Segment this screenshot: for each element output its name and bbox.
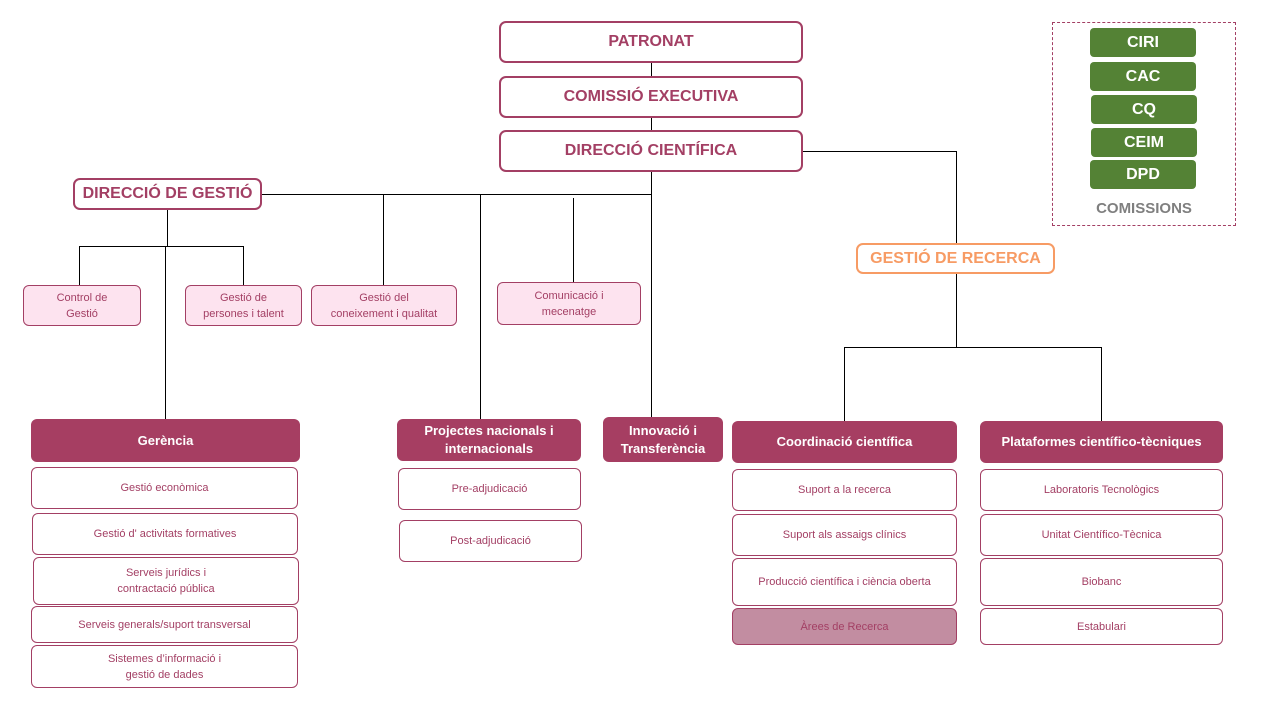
commissions-frame xyxy=(1052,22,1236,226)
connector-line xyxy=(956,151,957,244)
connector-line xyxy=(844,347,845,421)
connector-line xyxy=(383,194,384,286)
gerencia-item[interactable]: Serveis jurídics i contractació pública xyxy=(33,557,299,605)
connector-line xyxy=(956,273,957,347)
coordinacio-item[interactable]: Suport a la recerca xyxy=(732,469,957,511)
gerencia-item[interactable]: Gestió d' activitats formatives xyxy=(32,513,298,555)
commissions-label: COMISSIONS xyxy=(1096,200,1192,217)
projectes-item[interactable]: Pre-adjudicació xyxy=(398,468,581,510)
unit-control-gestio[interactable]: Control de Gestió xyxy=(23,285,141,326)
connector-line xyxy=(261,194,652,195)
plataformes-item[interactable]: Laboratoris Tecnològics xyxy=(980,469,1223,511)
patronat-box[interactable]: PATRONAT xyxy=(499,21,803,63)
connector-line xyxy=(79,246,80,286)
gerencia-item[interactable]: Serveis generals/suport transversal xyxy=(31,606,298,643)
connector-line xyxy=(1101,347,1102,421)
plataformes-header[interactable]: Plataformes científico-tècniques xyxy=(980,421,1223,463)
connector-line xyxy=(844,347,1102,348)
connector-line xyxy=(651,171,652,194)
coordinacio-item[interactable]: Suport als assaigs clínics xyxy=(732,514,957,556)
connector-line xyxy=(651,194,652,419)
connector-line xyxy=(79,246,244,247)
coordinacio-item[interactable]: Producció científica i ciència oberta xyxy=(732,558,957,606)
connector-line xyxy=(167,209,168,247)
gerencia-item[interactable]: Sistemes d’informació i gestió de dades xyxy=(31,645,298,688)
commission-dpd[interactable]: DPD xyxy=(1090,160,1196,189)
coordinacio-item-arees[interactable]: Àrees de Recerca xyxy=(732,608,957,645)
commission-cac[interactable]: CAC xyxy=(1090,62,1196,91)
projectes-item[interactable]: Post-adjudicació xyxy=(399,520,582,562)
direccio-gestio-box[interactable]: DIRECCIÓ DE GESTIÓ xyxy=(73,178,262,210)
plataformes-item[interactable]: Unitat Científico-Tècnica xyxy=(980,514,1223,556)
comissio-executiva-box[interactable]: COMISSIÓ EXECUTIVA xyxy=(499,76,803,118)
connector-line xyxy=(651,116,652,131)
direccio-cientifica-box[interactable]: DIRECCIÓ CIENTÍFICA xyxy=(499,130,803,172)
connector-line xyxy=(651,62,652,77)
gestio-recerca-box[interactable]: GESTIÓ DE RECERCA xyxy=(856,243,1055,274)
unit-gestio-coneixement[interactable]: Gestió del coneixement i qualitat xyxy=(311,285,457,326)
gerencia-header[interactable]: Gerència xyxy=(31,419,300,462)
projectes-header[interactable]: Projectes nacionals i internacionals xyxy=(397,419,581,461)
coordinacio-header[interactable]: Coordinació científica xyxy=(732,421,957,463)
unit-gestio-persones[interactable]: Gestió de persones i talent xyxy=(185,285,302,326)
commission-ceim[interactable]: CEIM xyxy=(1091,128,1197,157)
connector-line xyxy=(480,194,481,420)
innovacio-header[interactable]: Innovació i Transferència xyxy=(603,417,723,462)
connector-line xyxy=(243,246,244,286)
plataformes-item[interactable]: Estabulari xyxy=(980,608,1223,645)
plataformes-item[interactable]: Biobanc xyxy=(980,558,1223,606)
commission-ciri[interactable]: CIRI xyxy=(1090,28,1196,57)
connector-line xyxy=(802,151,957,152)
commission-cq[interactable]: CQ xyxy=(1091,95,1197,124)
connector-line xyxy=(165,246,166,420)
connector-line xyxy=(573,198,574,283)
gerencia-item[interactable]: Gestió econòmica xyxy=(31,467,298,509)
unit-comunicacio[interactable]: Comunicació i mecenatge xyxy=(497,282,641,325)
